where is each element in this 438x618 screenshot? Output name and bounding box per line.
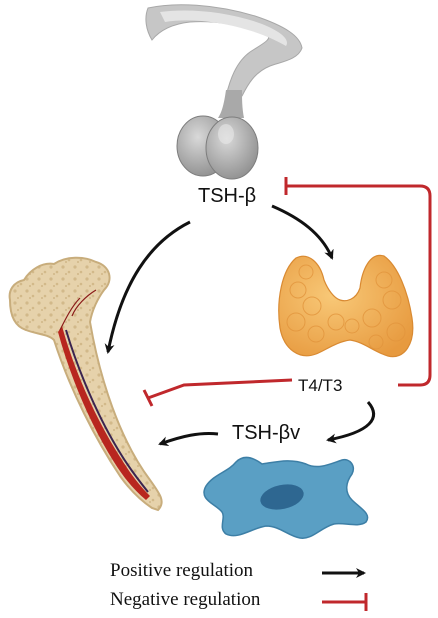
inhibit-t4-to-bone-bar xyxy=(142,389,154,407)
legend-negative-label: Negative regulation xyxy=(110,589,261,610)
inhibit-t4-to-bone xyxy=(147,378,293,400)
thyroid-gland-icon xyxy=(278,254,414,358)
immune-cell-icon xyxy=(203,456,369,539)
arrow-tshbv-to-bone xyxy=(158,432,219,446)
pituitary-gland-icon xyxy=(145,4,303,180)
label-t4-t3: T4/T3 xyxy=(298,376,343,395)
arrow-tsh-to-bone xyxy=(104,220,191,354)
label-tsh-beta-v: TSH-βv xyxy=(232,422,301,444)
inhibit-t4-to-pituitary xyxy=(286,184,432,387)
arrow-tsh-to-thyroid xyxy=(271,204,334,260)
femur-bone-icon xyxy=(8,256,163,512)
arrow-t4-to-tshbv xyxy=(326,401,375,444)
positive-arrows xyxy=(104,204,375,446)
negative-arrows xyxy=(142,177,432,407)
label-tsh-beta: TSH-β xyxy=(198,185,257,207)
legend-negative-symbol xyxy=(322,593,368,611)
legend-positive-label: Positive regulation xyxy=(110,560,254,581)
